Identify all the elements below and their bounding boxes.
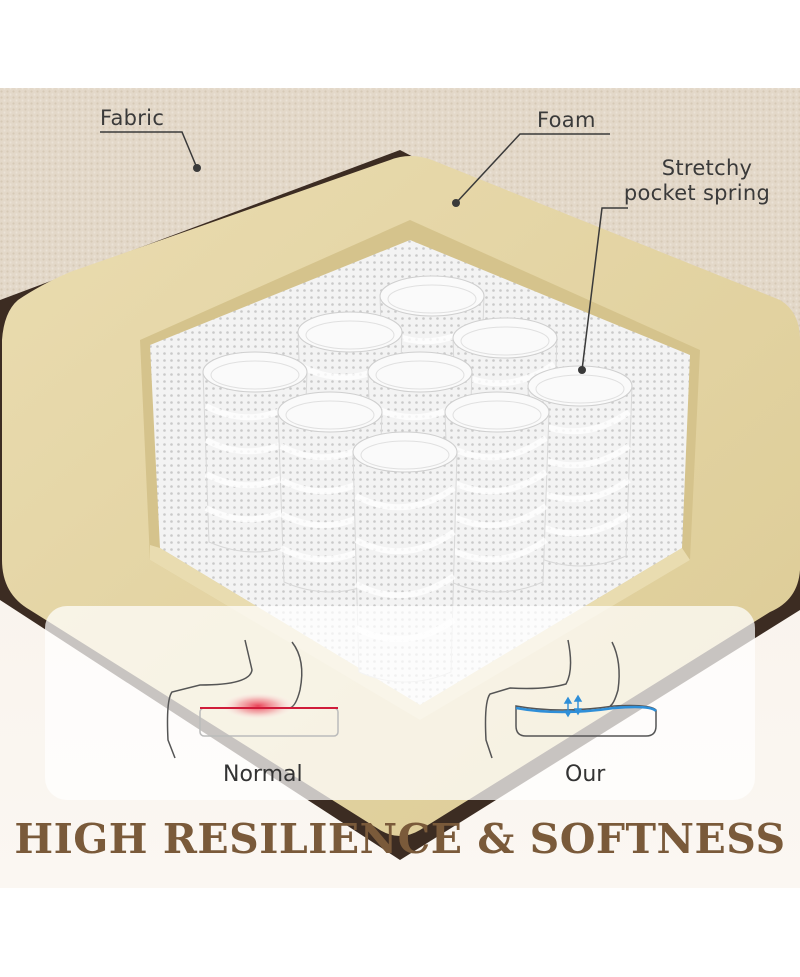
headline: HIGH RESILIENCE & SOFTNESS xyxy=(14,815,786,863)
pocket-spring-label-line1: Stretchy xyxy=(661,156,753,180)
foam-leader-line xyxy=(455,133,610,204)
pocket-spring-label-line2: pocket spring xyxy=(623,181,771,205)
pressure-point-icon xyxy=(220,692,296,720)
foam-label: Foam xyxy=(537,108,596,132)
support-curve xyxy=(515,705,657,714)
foam-marker xyxy=(452,199,460,207)
fabric-label: Fabric xyxy=(100,106,165,130)
pocket-spring-label: Stretchy pocket spring xyxy=(624,156,782,206)
normal-label: Normal xyxy=(223,762,303,787)
fabric-leader-line xyxy=(100,131,198,169)
spring-marker xyxy=(578,366,586,374)
fabric-marker xyxy=(193,164,201,172)
support-arrows-icon xyxy=(563,694,583,718)
spring-leader-line xyxy=(581,207,628,371)
pocket-spring xyxy=(444,391,550,593)
our-label: Our xyxy=(565,762,606,787)
pocket-springs xyxy=(202,275,633,683)
comparison-panel xyxy=(45,606,755,800)
